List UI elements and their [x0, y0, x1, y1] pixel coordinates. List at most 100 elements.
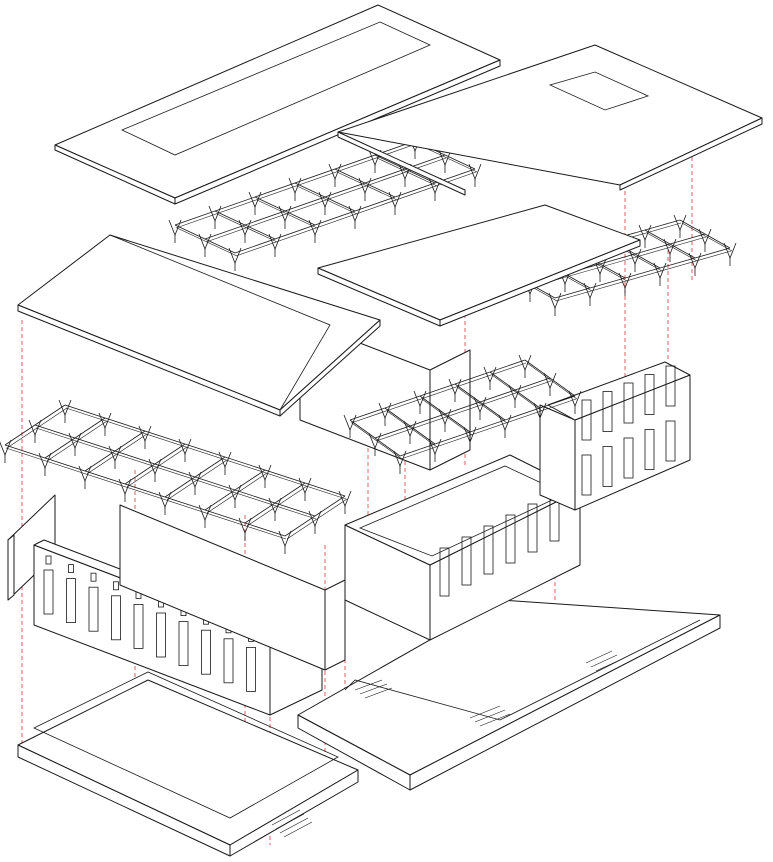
beam: [400, 398, 577, 460]
beam-end: [90, 572, 97, 582]
beam: [349, 359, 526, 421]
central-courtyard-walls: [344, 454, 581, 641]
window: [439, 547, 450, 597]
bracket: [468, 163, 482, 181]
window: [246, 647, 256, 692]
timber-frame-top: [168, 135, 482, 271]
window: [602, 446, 613, 487]
beam: [246, 485, 308, 527]
beam: [46, 420, 108, 462]
steps-left-base: [271, 809, 313, 838]
window: [623, 382, 634, 424]
beam: [86, 433, 148, 475]
beam: [174, 140, 416, 226]
window: [483, 525, 494, 575]
beam-end: [113, 581, 119, 591]
beam: [204, 154, 446, 240]
roof-left-lower: [17, 234, 381, 417]
window: [133, 604, 144, 649]
beam: [681, 222, 733, 252]
beam-end: [45, 555, 52, 565]
beam: [205, 157, 447, 243]
window: [201, 629, 211, 675]
beam: [530, 236, 707, 288]
window: [178, 621, 189, 666]
beam: [176, 227, 238, 257]
beam: [64, 404, 346, 497]
bracket: [168, 219, 182, 237]
bracket: [228, 247, 242, 265]
beam: [376, 157, 438, 187]
beam: [4, 444, 286, 537]
beam: [375, 380, 552, 442]
window: [527, 503, 538, 553]
beam: [216, 213, 278, 243]
window: [665, 365, 676, 407]
window: [111, 595, 121, 641]
bracket: [318, 191, 332, 209]
bracket: [388, 191, 402, 209]
bracket: [208, 205, 222, 223]
beam: [374, 377, 551, 439]
beam: [206, 472, 268, 514]
window: [602, 391, 613, 432]
bracket: [348, 205, 362, 223]
beam: [491, 374, 543, 412]
beam: [336, 171, 398, 201]
beam: [456, 386, 508, 424]
window: [581, 454, 592, 496]
beam: [350, 362, 527, 424]
beam: [175, 143, 417, 229]
beam: [166, 459, 228, 501]
beam: [526, 362, 578, 400]
beam: [421, 398, 473, 436]
beam: [5, 447, 287, 540]
bracket: [278, 205, 292, 223]
timber-frame-right-lower: [343, 354, 582, 474]
window: [223, 638, 234, 684]
beam: [256, 199, 318, 229]
window: [461, 536, 472, 586]
beam: [65, 407, 347, 500]
window: [644, 429, 655, 470]
beam: [6, 407, 68, 449]
bracket: [358, 177, 372, 195]
beam: [386, 410, 438, 448]
beam: [34, 424, 316, 517]
beam-end: [68, 564, 74, 573]
tower-windows: [581, 365, 676, 496]
window: [644, 374, 655, 415]
bracket: [248, 191, 262, 209]
base-platform-right: [297, 599, 721, 791]
bracket: [198, 233, 212, 251]
window: [505, 514, 516, 564]
roof-right-middle: [317, 204, 641, 327]
window: [665, 420, 676, 462]
bracket: [518, 354, 532, 372]
bracket: [308, 219, 322, 237]
steps-right-base: [354, 650, 623, 727]
timber-frame-left-lower: [0, 399, 352, 554]
beam: [399, 395, 576, 457]
beam: [234, 168, 476, 254]
base-platform-left: [17, 671, 359, 857]
window: [88, 586, 99, 632]
window: [156, 612, 166, 658]
window: [43, 569, 54, 615]
window: [66, 578, 76, 623]
tower-wall-right: [539, 361, 691, 511]
center-wall-block: [119, 504, 346, 671]
beam: [555, 250, 732, 302]
beam: [235, 171, 477, 257]
bracket: [483, 366, 497, 384]
bracket: [238, 219, 252, 237]
beam: [286, 498, 348, 540]
beam: [554, 247, 731, 299]
beam: [35, 427, 317, 520]
beam: [296, 185, 358, 215]
window: [581, 399, 592, 441]
window: [623, 437, 634, 479]
roof-top-right: [337, 44, 763, 196]
beam: [126, 446, 188, 488]
